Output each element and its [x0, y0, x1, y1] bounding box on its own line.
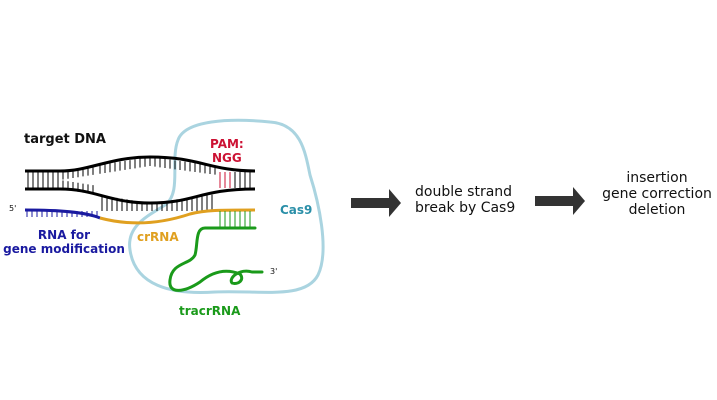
arrow-1: [351, 189, 401, 217]
dna-bottom-strand: [25, 187, 256, 205]
target-dna-label: target DNA: [24, 132, 106, 147]
pam-label-line2: NGG: [211, 150, 242, 165]
outcome-gene-correction: gene correction: [602, 186, 712, 203]
cas9-outline: [128, 118, 325, 294]
cas9-label: Cas9: [280, 203, 313, 217]
rna-modification-bases: [26, 211, 98, 217]
rna-modification-label: RNA for gene modification: [0, 228, 128, 257]
step-outcomes: insertion gene correction deletion: [597, 170, 717, 218]
pam-label: PAM: NGG: [210, 137, 244, 166]
dna-base-pairs: [27, 157, 251, 211]
step1-line2: break by Cas9: [415, 200, 516, 217]
five-prime-label: 5': [9, 204, 17, 213]
arrow-2: [535, 187, 585, 215]
outcome-insertion: insertion: [626, 170, 688, 186]
step1-line1: double strand: [415, 184, 513, 200]
rna-modification-line1: RNA for: [37, 228, 91, 242]
step-double-strand-break: double strand break by Cas9: [415, 184, 515, 216]
tracrrna-label: tracrRNA: [179, 304, 241, 318]
pam-label-line1: PAM:: [210, 137, 244, 151]
crrna-strand: [99, 208, 256, 225]
crrna-label: crRNA: [137, 230, 179, 244]
tracrrna-bases: [219, 211, 251, 227]
tracrrna-strand: [168, 226, 264, 292]
three-prime-label: 3': [270, 267, 278, 276]
rna-modification-line2: gene modification: [3, 241, 125, 256]
outcome-deletion: deletion: [628, 202, 686, 219]
rna-modification-strand: [24, 208, 101, 220]
